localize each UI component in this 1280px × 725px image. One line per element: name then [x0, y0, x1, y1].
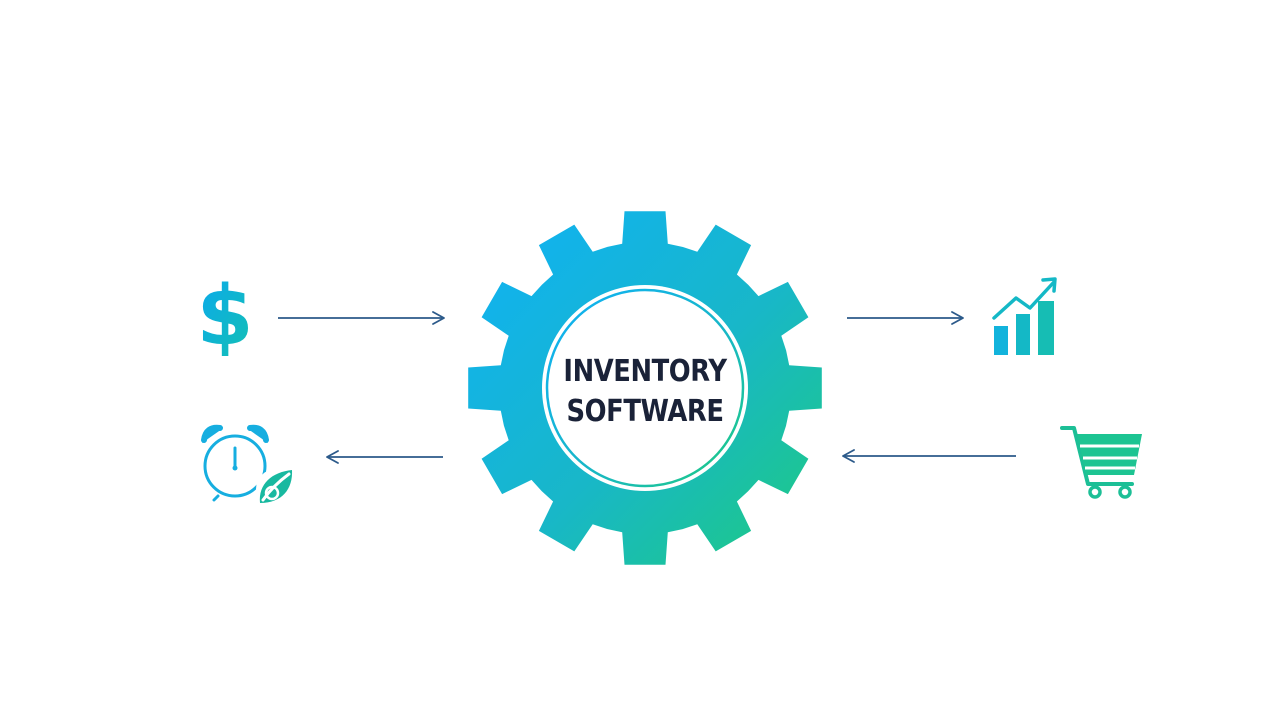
gear-icon	[468, 211, 822, 565]
bar-chart-growth-icon	[992, 277, 1057, 355]
leaf-badge-icon	[256, 469, 296, 509]
gear-label-line1: INVENTORY	[563, 354, 727, 389]
shopping-cart-icon	[1060, 426, 1142, 499]
gear-label-line2: SOFTWARE	[566, 394, 724, 429]
gear-label: INVENTORY SOFTWARE	[559, 352, 731, 432]
dollar-sign-icon: $	[196, 269, 253, 364]
alarm-clock-icon	[201, 424, 269, 502]
svg-text:$: $	[196, 269, 253, 364]
